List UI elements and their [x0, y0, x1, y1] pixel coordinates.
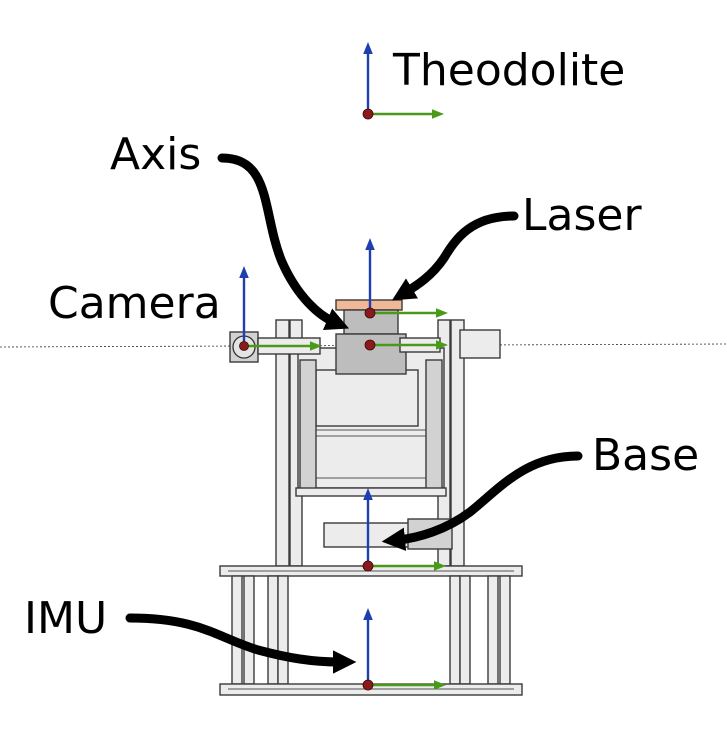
rig-frame: [219, 299, 523, 696]
left-outer-post: [275, 319, 290, 567]
axis-origin: [364, 339, 376, 351]
leg-5: [449, 575, 461, 685]
camera-origin: [239, 341, 249, 351]
yoke-bottom-plate: [295, 487, 447, 497]
axis-pointer-arrow: [217, 153, 350, 330]
frame-theodolite: [362, 42, 444, 120]
theodolite-label: Theodolite: [392, 45, 625, 96]
leg-8: [499, 575, 511, 685]
imu-origin: [362, 679, 374, 691]
frame-base: [362, 488, 446, 572]
leg-2: [243, 575, 255, 685]
axis-label: Axis: [110, 129, 201, 180]
leg-3: [267, 575, 279, 685]
laser-origin: [364, 307, 376, 319]
right-shaft-stub: [459, 329, 501, 359]
horizon-reference-line: [0, 343, 727, 348]
yoke-left-side: [299, 359, 317, 491]
leg-7: [487, 575, 499, 685]
leg-4: [277, 575, 289, 685]
yoke-right-side: [425, 359, 443, 491]
frame-camera: [239, 266, 322, 351]
yoke-inner-window: [315, 369, 419, 427]
imu-label: IMU: [24, 593, 107, 644]
theodolite-origin: [362, 108, 374, 120]
imu-pointer-arrow: [125, 613, 357, 674]
leg-1: [231, 575, 243, 685]
laser-label: Laser: [522, 190, 642, 241]
frame-imu: [362, 608, 446, 691]
camera-label: Camera: [48, 278, 221, 329]
leg-6: [459, 575, 471, 685]
laser-pointer-arrow: [391, 211, 519, 301]
base-pointer-arrow: [381, 451, 583, 551]
base-origin: [362, 560, 374, 572]
base-label: Base: [592, 430, 699, 481]
frame-axis: [364, 339, 448, 351]
frame-laser: [364, 238, 448, 319]
